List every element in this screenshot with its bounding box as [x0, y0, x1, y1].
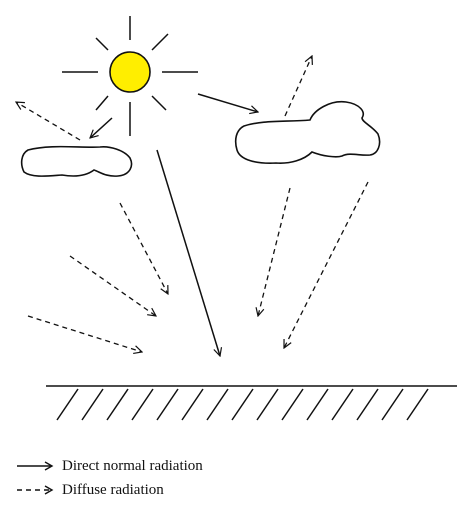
- diffuse-arrow-sky-2: [27, 315, 142, 352]
- direct-arrow-to-ground: [156, 149, 220, 356]
- legend-direct-label: Direct normal radiation: [62, 457, 203, 474]
- diffuse-arrow-right-cloud-up: [284, 56, 312, 117]
- legend-diffuse-label: Diffuse radiation: [62, 481, 164, 498]
- ground-hatch-icon: [46, 385, 457, 421]
- dashed-arrow-icon: [17, 485, 54, 495]
- sun-rays: [62, 16, 198, 136]
- diffuse-arrow-left-cloud-down: [119, 202, 168, 294]
- diffuse-arrow-left-cloud-up: [16, 102, 81, 141]
- sun-icon: [62, 16, 198, 136]
- diffuse-arrow-right-cloud-down-2: [284, 181, 369, 348]
- direct-arrow-to-right-cloud: [197, 93, 258, 112]
- legend-direct: Direct normal radiation: [16, 455, 316, 477]
- diffuse-arrow-sky-1: [69, 255, 156, 316]
- diffuse-radiation-arrows: [16, 56, 369, 352]
- direct-radiation-arrows: [90, 93, 258, 356]
- left-cloud-icon: [20, 145, 133, 177]
- diffuse-arrow-right-cloud-down-1: [258, 187, 291, 316]
- legend-diffuse: Diffuse radiation: [16, 479, 316, 501]
- solid-arrow-icon: [17, 461, 54, 471]
- direct-arrow-to-left-cloud: [90, 117, 113, 138]
- right-cloud-icon: [234, 100, 381, 164]
